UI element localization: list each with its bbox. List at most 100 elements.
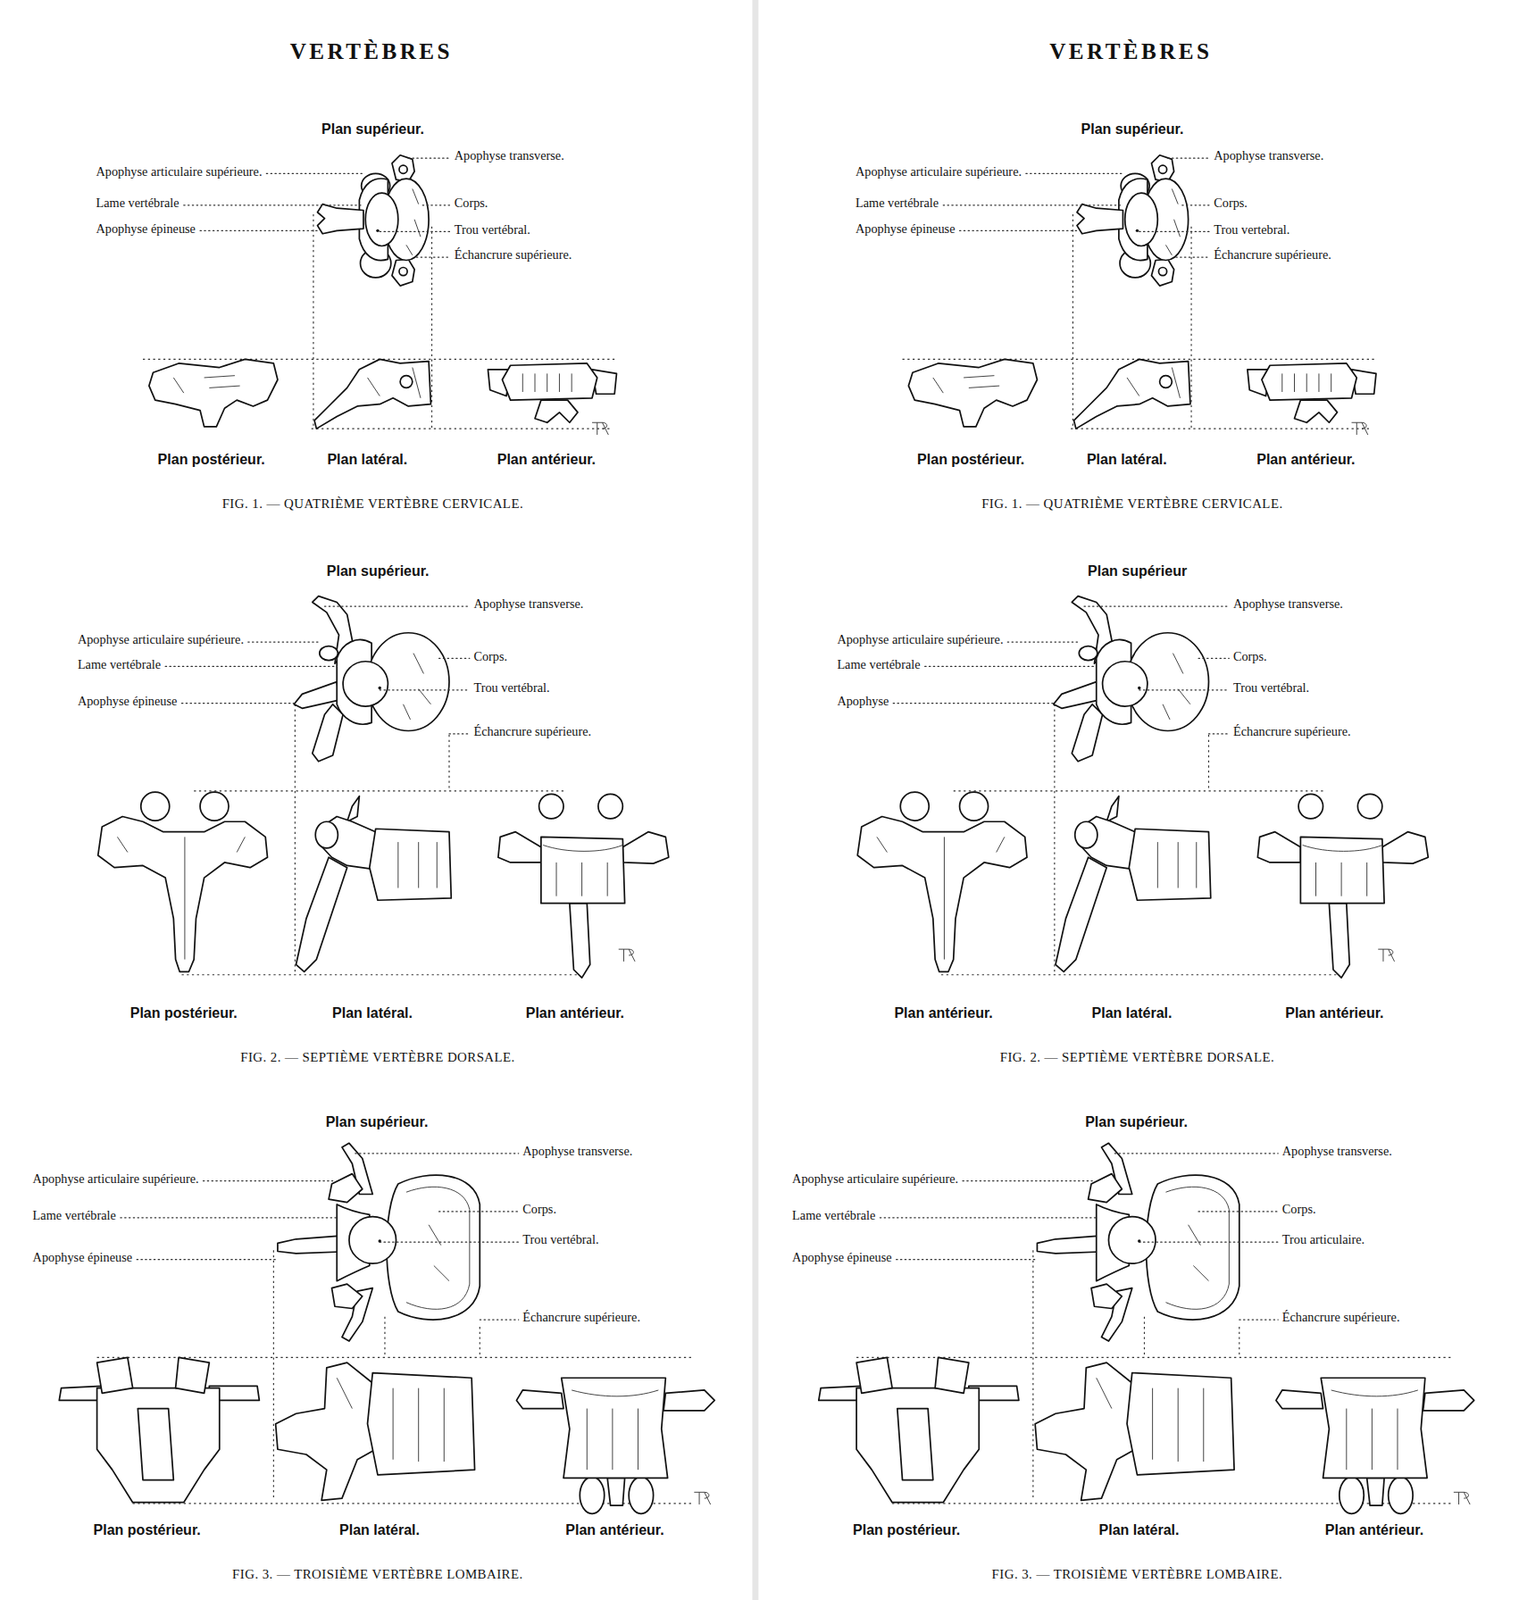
part-label: Apophyse articulaire supérieure. xyxy=(77,633,244,648)
part-label: Apophyse épineuse xyxy=(855,221,956,236)
leader-line xyxy=(379,231,451,233)
leader-line xyxy=(1198,658,1229,660)
figure-caption: FIG. 1. — QUATRIÈME VERTÈBRE CERVICALE. xyxy=(981,496,1283,512)
part-label: Échancrure supérieure. xyxy=(473,725,592,740)
leader-line xyxy=(1208,733,1229,735)
leader-line xyxy=(893,702,1053,704)
leader-line xyxy=(202,1180,333,1182)
leader-line xyxy=(439,658,470,660)
view-label: Plan supérieur. xyxy=(1085,1113,1188,1130)
view-label: Plan latéral. xyxy=(332,1004,413,1021)
plate-title: VERTÈBRES xyxy=(1049,38,1212,65)
part-label: Apophyse épineuse xyxy=(792,1250,893,1265)
part-label: Lame vertébrale xyxy=(792,1208,876,1223)
leader-line xyxy=(1084,605,1229,607)
part-label: Apophyse transverse. xyxy=(1233,597,1344,612)
part-label: Corps. xyxy=(1282,1202,1317,1218)
leader-line xyxy=(959,230,1079,232)
view-label: Plan postérieur. xyxy=(158,450,266,468)
view-label: Plan postérieur. xyxy=(130,1004,238,1021)
part-label: Apophyse épineuse xyxy=(95,221,196,236)
leader-line xyxy=(266,173,362,175)
view-label: Plan latéral. xyxy=(1086,450,1168,468)
part-label: Apophyse transverse. xyxy=(1282,1143,1393,1159)
view-label: Plan latéral. xyxy=(1099,1521,1180,1538)
part-label: Lame vertébrale xyxy=(95,195,179,210)
leader-line xyxy=(1007,641,1078,643)
part-label: Trou articulaire. xyxy=(1282,1233,1365,1248)
leader-line xyxy=(165,666,337,668)
part-label: Apophyse articulaire supérieure. xyxy=(33,1171,200,1186)
part-label: Corps. xyxy=(1213,195,1248,210)
view-label: Plan antérieur. xyxy=(1325,1521,1424,1538)
leader-line xyxy=(925,666,1097,668)
leader-line xyxy=(439,1210,519,1212)
leader-line xyxy=(1139,231,1211,233)
leader-line xyxy=(325,605,470,607)
part-label: Trou vertébral. xyxy=(473,680,550,695)
part-label: Apophyse épineuse xyxy=(77,693,178,709)
part-label: Lame vertébrale xyxy=(33,1208,117,1223)
part-label: Trou vertebral. xyxy=(1213,222,1290,237)
part-label: Échancrure supérieure. xyxy=(1282,1310,1401,1326)
part-label: Apophyse articulaire supérieure. xyxy=(792,1171,959,1186)
leader-line xyxy=(120,1217,340,1219)
view-label: Plan postérieur. xyxy=(93,1521,201,1538)
leader-line xyxy=(1168,158,1211,159)
leader-line xyxy=(181,702,294,704)
part-label: Apophyse xyxy=(836,693,889,709)
leader-line xyxy=(248,641,319,643)
leader-line xyxy=(1182,204,1211,206)
leader-line xyxy=(379,689,470,691)
part-label: Trou vertébral. xyxy=(454,222,531,237)
leader-line xyxy=(943,204,1122,206)
leader-line xyxy=(408,158,451,159)
left-plate xyxy=(58,155,715,1515)
view-label: Plan supérieur. xyxy=(326,562,430,579)
view-label: Plan supérieur xyxy=(1087,562,1187,579)
leader-line xyxy=(422,204,451,206)
leader-line xyxy=(355,1152,519,1154)
leader-line xyxy=(1139,689,1230,691)
leader-line xyxy=(879,1217,1099,1219)
part-label: Apophyse articulaire supérieure. xyxy=(855,164,1022,179)
part-label: Apophyse transverse. xyxy=(1213,149,1324,164)
leader-line xyxy=(136,1259,278,1261)
figure-caption: FIG. 2. — SEPTIÈME VERTÈBRE DORSALE. xyxy=(240,1050,516,1066)
view-label: Plan antérieur. xyxy=(1285,1004,1384,1021)
part-label: Corps. xyxy=(473,649,508,664)
leader-line xyxy=(962,1180,1093,1182)
figure-caption: FIG. 2. — SEPTIÈME VERTÈBRE DORSALE. xyxy=(1000,1050,1276,1066)
part-label: Échancrure supérieure. xyxy=(454,248,573,263)
part-label: Corps. xyxy=(522,1202,557,1218)
view-label: Plan latéral. xyxy=(326,450,408,468)
leader-line xyxy=(416,256,451,258)
figure-caption: FIG. 3. — TROISIÈME VERTÈBRE LOMBAIRE. xyxy=(232,1567,524,1583)
view-label: Plan antérieur. xyxy=(497,450,596,468)
part-label: Échancrure supérieure. xyxy=(1213,248,1332,263)
part-label: Trou vertébral. xyxy=(1233,680,1310,695)
leader-line xyxy=(1139,1242,1278,1244)
view-label: Plan latéral. xyxy=(1092,1004,1173,1021)
view-label: Plan supérieur. xyxy=(1081,120,1185,137)
figure-caption: FIG. 1. — QUATRIÈME VERTÈBRE CERVICALE. xyxy=(222,496,524,512)
leader-line xyxy=(1026,173,1122,175)
leader-line xyxy=(1198,1210,1278,1212)
view-label: Plan latéral. xyxy=(339,1521,420,1538)
part-label: Échancrure supérieure. xyxy=(522,1310,641,1326)
plate-title: VERTÈBRES xyxy=(290,38,453,65)
part-label: Apophyse transverse. xyxy=(454,149,565,164)
part-label: Apophyse épineuse xyxy=(33,1250,134,1265)
part-label: Lame vertébrale xyxy=(836,657,920,672)
leader-line xyxy=(1176,256,1211,258)
part-label: Lame vertébrale xyxy=(77,657,161,672)
leader-line xyxy=(479,1318,518,1320)
part-label: Apophyse articulaire supérieure. xyxy=(95,164,262,179)
part-label: Corps. xyxy=(1233,649,1268,664)
view-label: Plan antérieur. xyxy=(893,1004,993,1021)
view-label: Plan supérieur. xyxy=(321,120,425,137)
right-plate xyxy=(818,155,1475,1515)
